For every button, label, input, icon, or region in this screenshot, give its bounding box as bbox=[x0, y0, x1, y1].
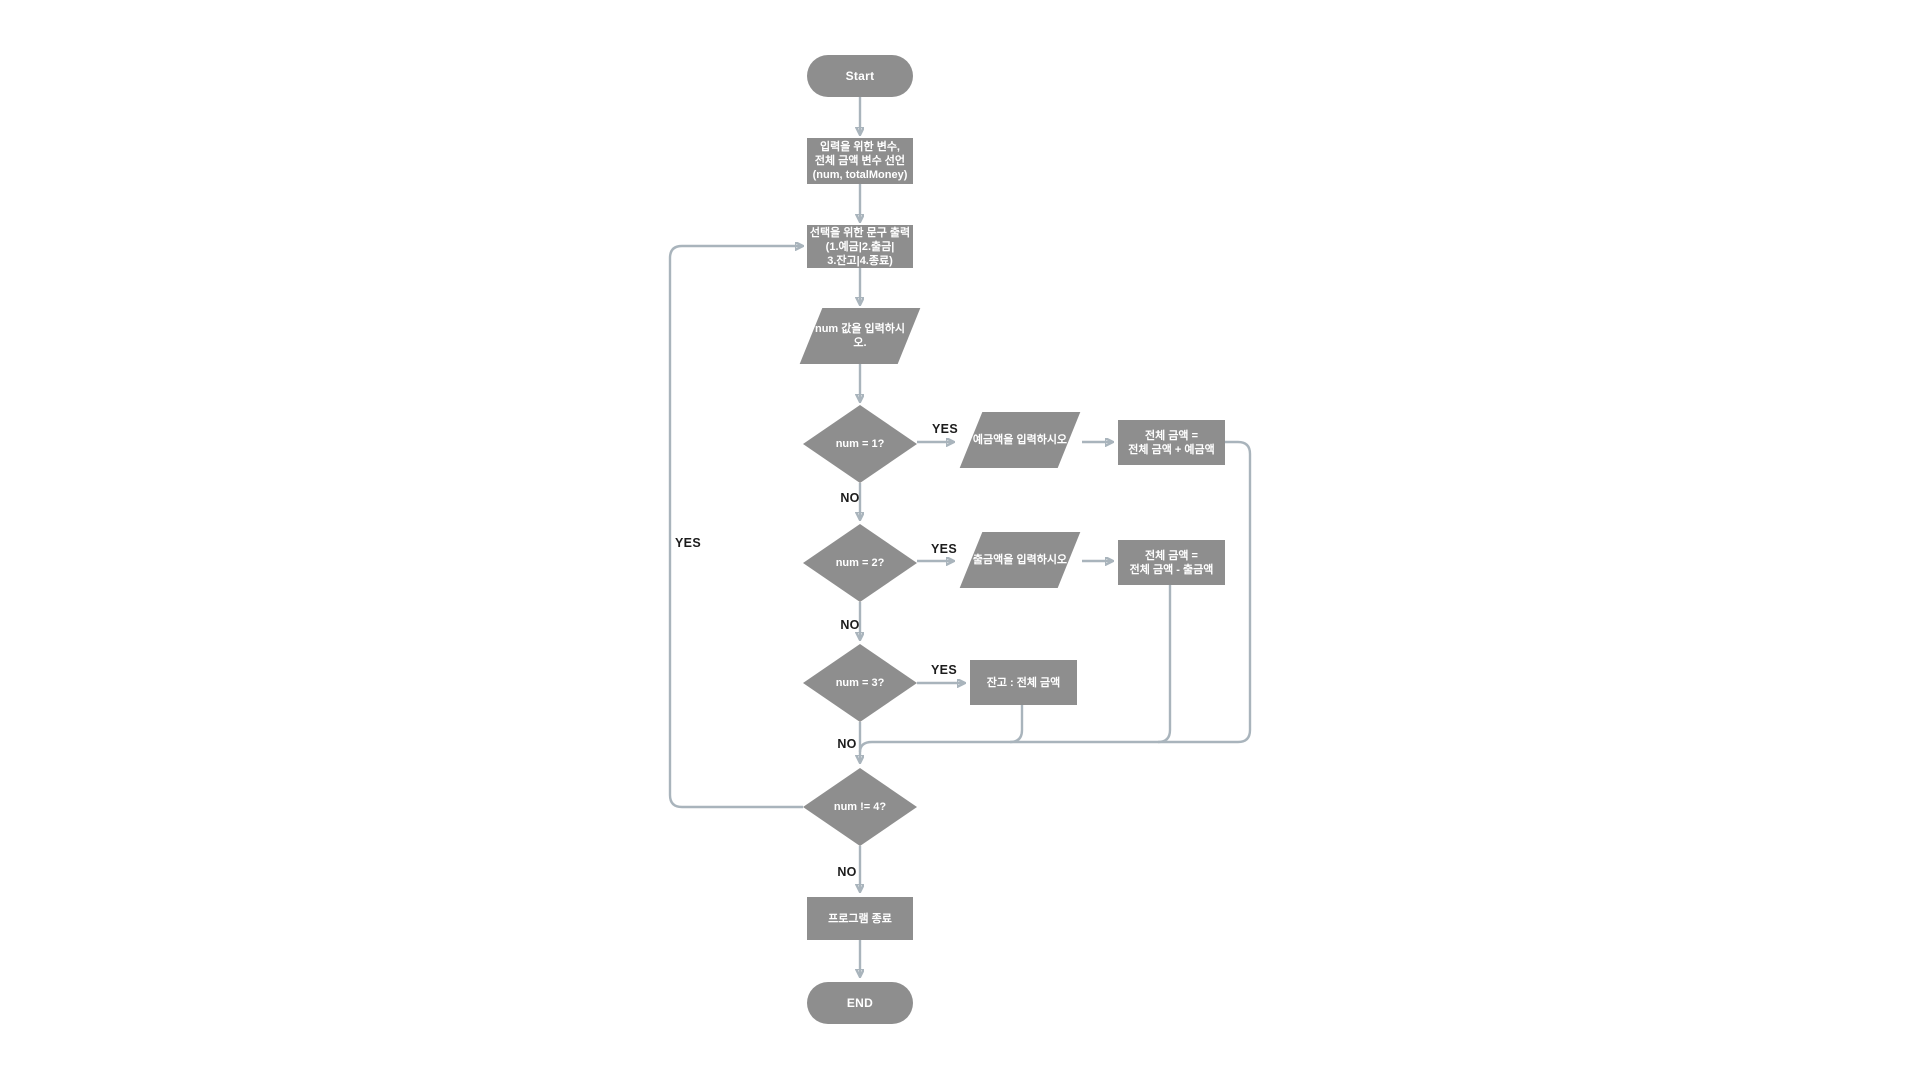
edge-label-check2-no: NO bbox=[840, 618, 860, 632]
node-print-menu: 선택을 위한 문구 출력 (1.예금|2.출금| 3.잔고|4.종료) bbox=[807, 225, 913, 268]
edge-label-check1-no: NO bbox=[840, 491, 860, 505]
node-start: Start bbox=[807, 55, 913, 97]
node-terminate-program: 프로그램 종료 bbox=[807, 897, 913, 940]
node-show-balance: 잔고 : 전체 금액 bbox=[970, 660, 1077, 705]
node-withdraw-calc: 전체 금액 = 전체 금액 - 출금액 bbox=[1118, 540, 1225, 585]
node-declare-line: (num, totalMoney) bbox=[812, 169, 908, 181]
edge-label-check2-yes: YES bbox=[931, 542, 957, 556]
node-deposit-input-label: 예금액을 입력하시오 bbox=[972, 434, 1068, 446]
node-menu-line: 선택을 위한 문구 출력 bbox=[809, 226, 911, 239]
node-menu-line: (1.예금|2.출금| bbox=[825, 240, 895, 253]
node-end: END bbox=[807, 982, 913, 1024]
node-declare-line: 전체 금액 변수 선언 bbox=[814, 155, 906, 167]
node-withdraw-calc-line: 전체 금액 - 출금액 bbox=[1129, 563, 1214, 576]
node-declare-line: 입력을 위한 변수, bbox=[819, 141, 900, 153]
edge-deposit-calc-merge bbox=[858, 440, 1252, 753]
node-deposit-calc: 전체 금액 = 전체 금액 + 예금액 bbox=[1118, 420, 1225, 465]
node-withdraw-calc-line: 전체 금액 = bbox=[1144, 549, 1198, 562]
node-deposit-calc-line: 전체 금액 = bbox=[1144, 429, 1199, 442]
node-declare-variables: 입력을 위한 변수, 전체 금액 변수 선언 (num, totalMoney) bbox=[807, 138, 913, 184]
edge-withdraw-calc-merge bbox=[1157, 585, 1172, 744]
node-menu-line: 3.잔고|4.종료) bbox=[827, 254, 893, 267]
edge-label-check1-yes: YES bbox=[932, 422, 958, 436]
node-input-num-label: num 값을 입력하시오. bbox=[814, 323, 906, 349]
edge-check4-yes-loop bbox=[668, 246, 803, 809]
edge-label-check4-yes: YES bbox=[675, 536, 701, 550]
edge-balance-merge bbox=[1009, 705, 1024, 744]
node-deposit-calc-line: 전체 금액 + 예금액 bbox=[1128, 443, 1215, 456]
edge-label-check3-no: NO bbox=[837, 737, 857, 751]
node-withdraw-input-label: 출금액을 입력하시오 bbox=[972, 554, 1068, 566]
edge-label-check4-no: NO bbox=[837, 865, 857, 879]
edge-label-check3-yes: YES bbox=[931, 663, 957, 677]
